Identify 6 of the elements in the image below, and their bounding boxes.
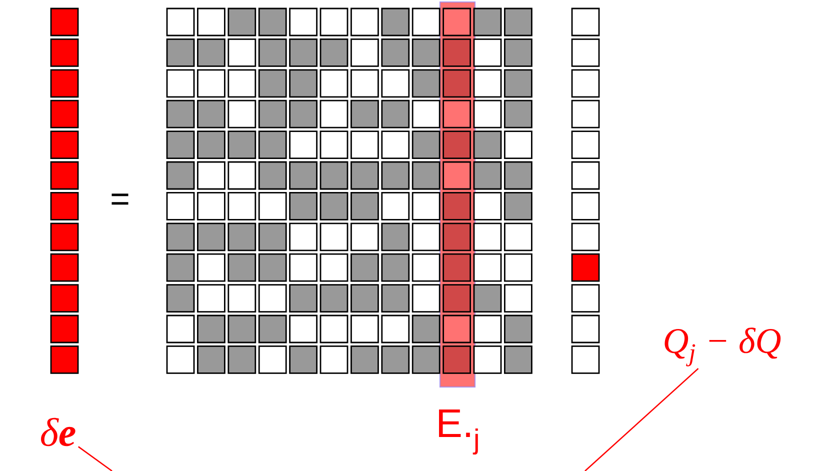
formula-label: δe bbox=[41, 418, 76, 446]
leader-line bbox=[78, 446, 112, 471]
formula-label: Q$_{j}$ − δQ bbox=[664, 328, 781, 366]
column-label: E.$_{j}$ bbox=[439, 410, 478, 455]
leader-line bbox=[584, 368, 699, 471]
equals-sign: = bbox=[112, 194, 128, 205]
